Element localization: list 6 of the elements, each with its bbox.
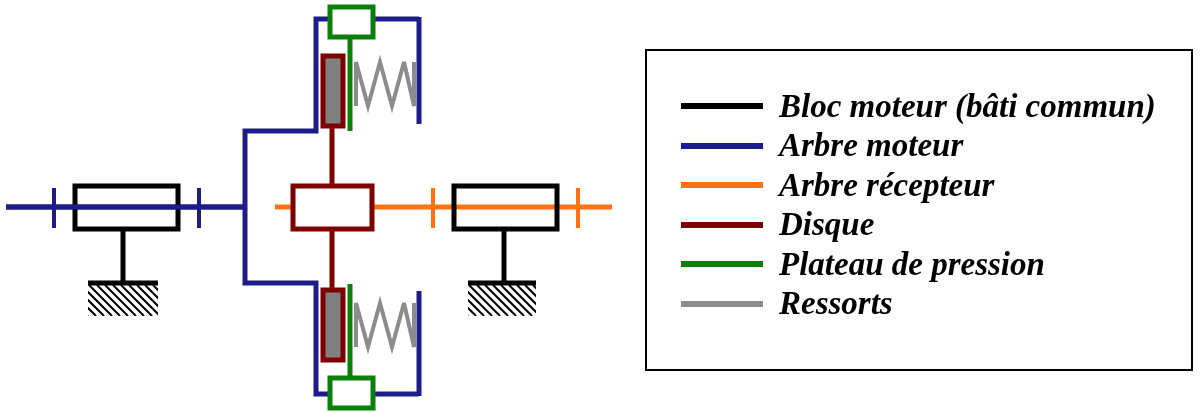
legend-label: Disque (779, 206, 875, 243)
legend-label: Arbre récepteur (779, 166, 995, 204)
legend-label: Ressorts (779, 285, 893, 322)
legend-label: Arbre moteur (779, 127, 964, 164)
legend-label: Plateau de pression (779, 245, 1045, 283)
legend-label: Bloc moteur (bâti commun) (779, 87, 1156, 125)
